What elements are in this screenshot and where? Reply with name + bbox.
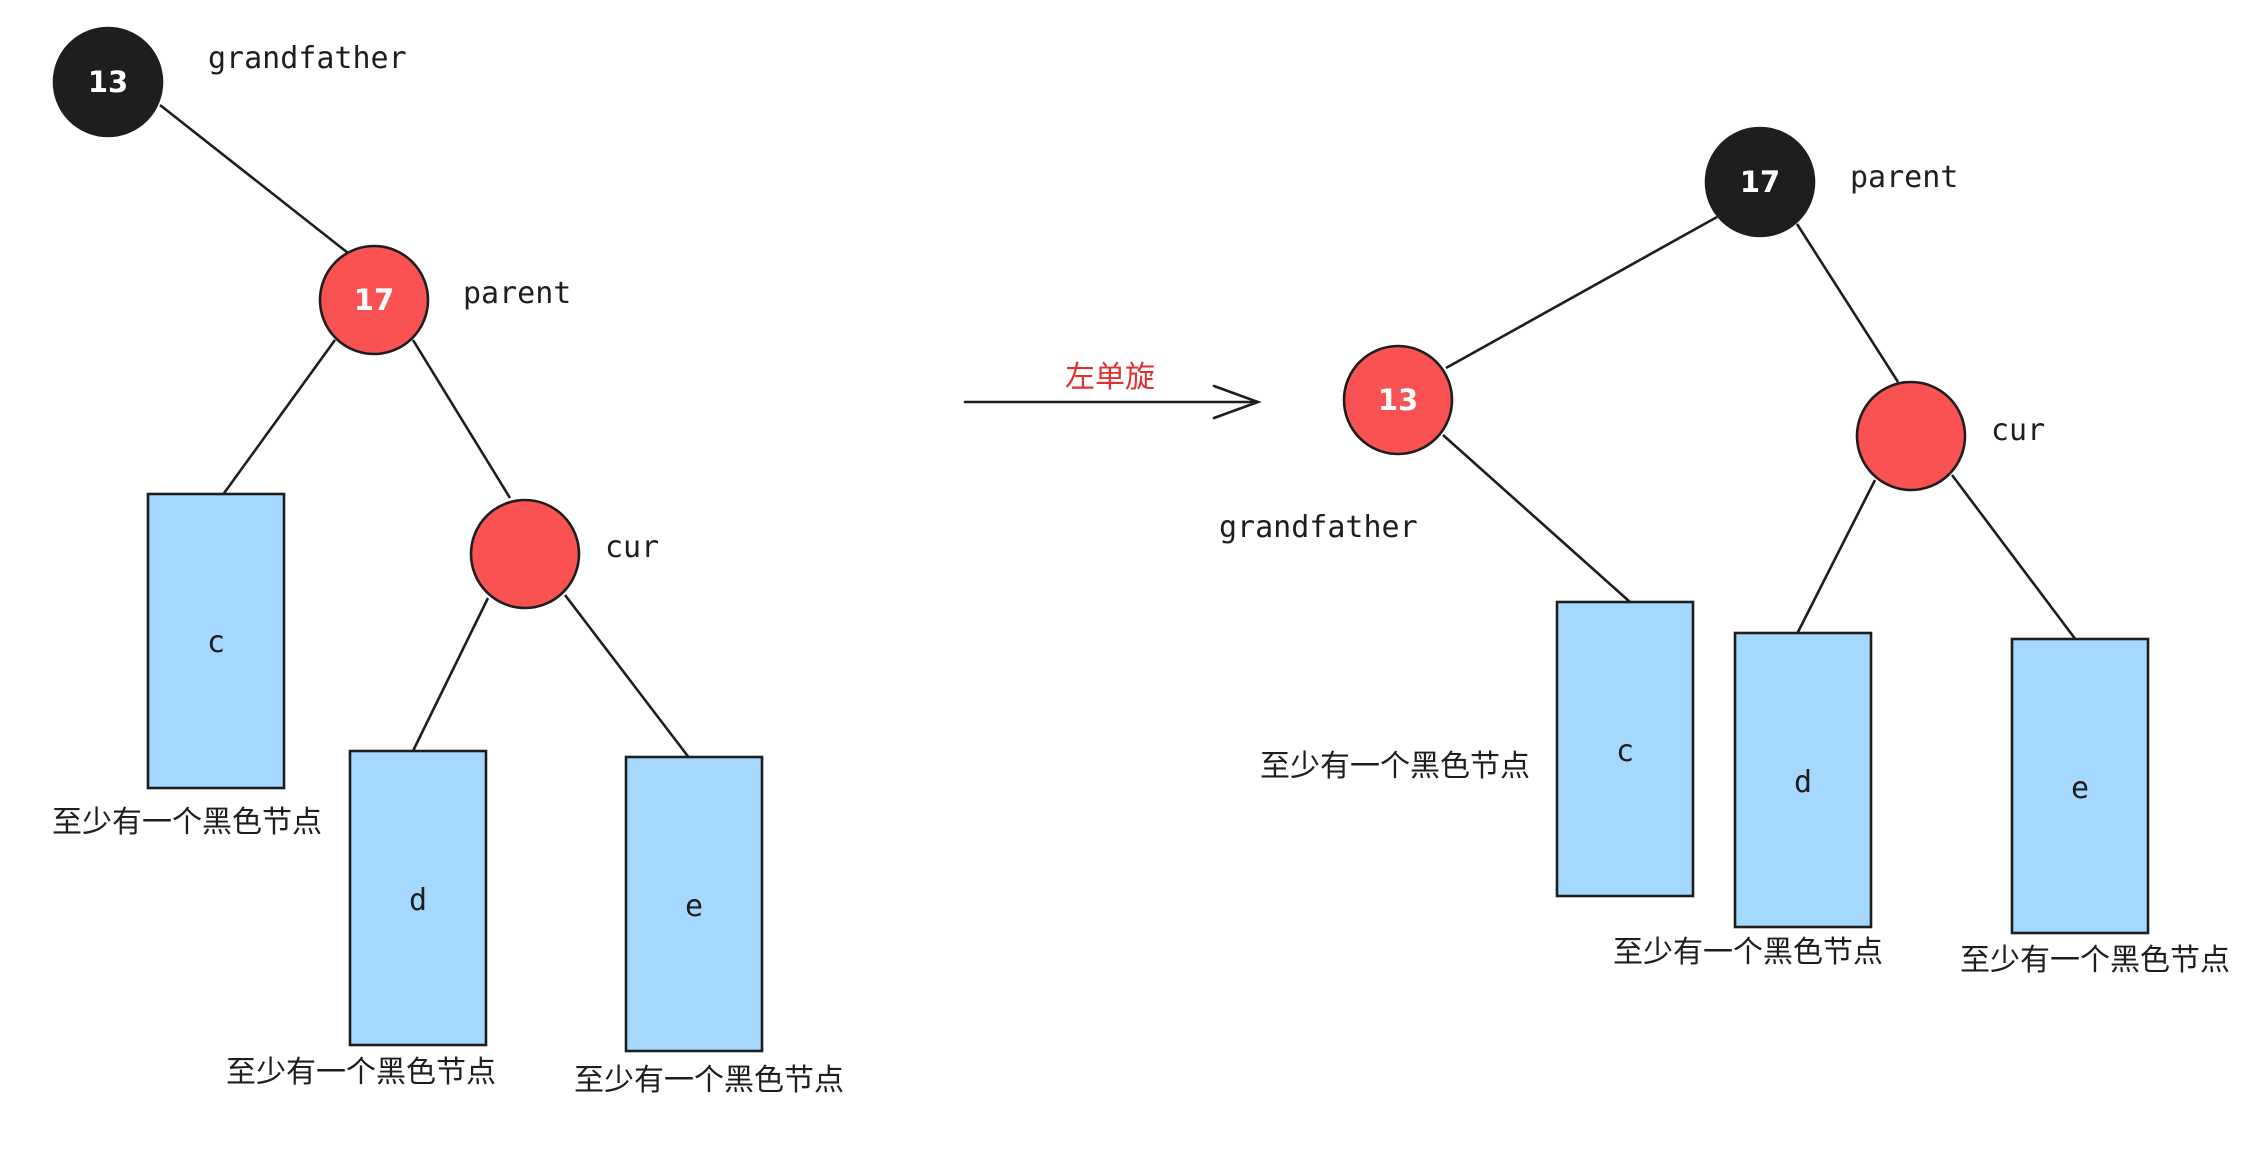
after-parent-role: parent	[1850, 160, 1958, 195]
arrow-head	[1212, 384, 1262, 420]
rotation-label: 左单旋	[1065, 360, 1155, 395]
before-tree: 13 grandfather 17 parent cur c 至少有一个黑色节点…	[52, 26, 844, 1098]
after-parent-node: 17	[1704, 126, 1816, 238]
before-subtree-d-note: 至少有一个黑色节点	[226, 1055, 496, 1090]
after-subtree-e-label: e	[2071, 771, 2089, 806]
before-subtree-e: e	[624, 755, 764, 1053]
before-subtree-e-label: e	[685, 889, 703, 924]
after-subtree-e-note: 至少有一个黑色节点	[1960, 943, 2230, 978]
edge-grandfather-c	[1442, 434, 1631, 603]
before-subtree-c-note: 至少有一个黑色节点	[52, 805, 322, 840]
edge-parent-grandfather	[1445, 215, 1718, 370]
after-grandfather-node: 13	[1342, 344, 1454, 456]
before-parent-key: 17	[354, 283, 394, 317]
after-subtree-d-label: d	[1794, 765, 1812, 800]
after-subtree-c-note: 至少有一个黑色节点	[1260, 749, 1530, 784]
before-subtree-c-label: c	[207, 625, 225, 660]
before-grandfather-key: 13	[88, 65, 128, 99]
before-subtree-c: c	[146, 492, 286, 790]
edge-cur-e	[563, 594, 692, 760]
edge-parent-cur	[411, 339, 512, 499]
before-parent-node: 17	[318, 244, 430, 356]
edge-grandfather-parent	[159, 103, 349, 255]
after-subtree-d: d	[1733, 631, 1873, 929]
after-cur-role: cur	[1991, 413, 2045, 448]
after-subtree-d-note: 至少有一个黑色节点	[1613, 935, 1883, 970]
edge-cur-e	[1950, 474, 2078, 641]
before-grandfather-node: 13	[52, 26, 164, 138]
after-tree: 17 parent 13 grandfather cur c 至少有一个黑色节点…	[1219, 126, 2230, 978]
before-subtree-d-label: d	[409, 883, 427, 918]
rotation-arrow: 左单旋	[963, 360, 1262, 420]
after-grandfather-key: 13	[1378, 383, 1418, 417]
edge-parent-cur	[1795, 223, 1900, 383]
before-cur-role: cur	[605, 530, 659, 565]
after-grandfather-role: grandfather	[1219, 510, 1418, 545]
edge-cur-d	[410, 597, 490, 754]
before-subtree-d: d	[348, 749, 488, 1047]
after-cur-node	[1855, 380, 1967, 492]
before-grandfather-role: grandfather	[208, 41, 407, 76]
before-subtree-e-note: 至少有一个黑色节点	[574, 1063, 844, 1098]
after-parent-key: 17	[1740, 165, 1780, 199]
edge-parent-c	[220, 339, 337, 497]
before-parent-role: parent	[463, 276, 571, 311]
after-subtree-c: c	[1555, 600, 1695, 898]
after-subtree-e: e	[2010, 637, 2150, 935]
after-subtree-c-label: c	[1616, 734, 1634, 769]
before-cur-node	[469, 498, 581, 610]
edge-cur-d	[1795, 479, 1877, 635]
